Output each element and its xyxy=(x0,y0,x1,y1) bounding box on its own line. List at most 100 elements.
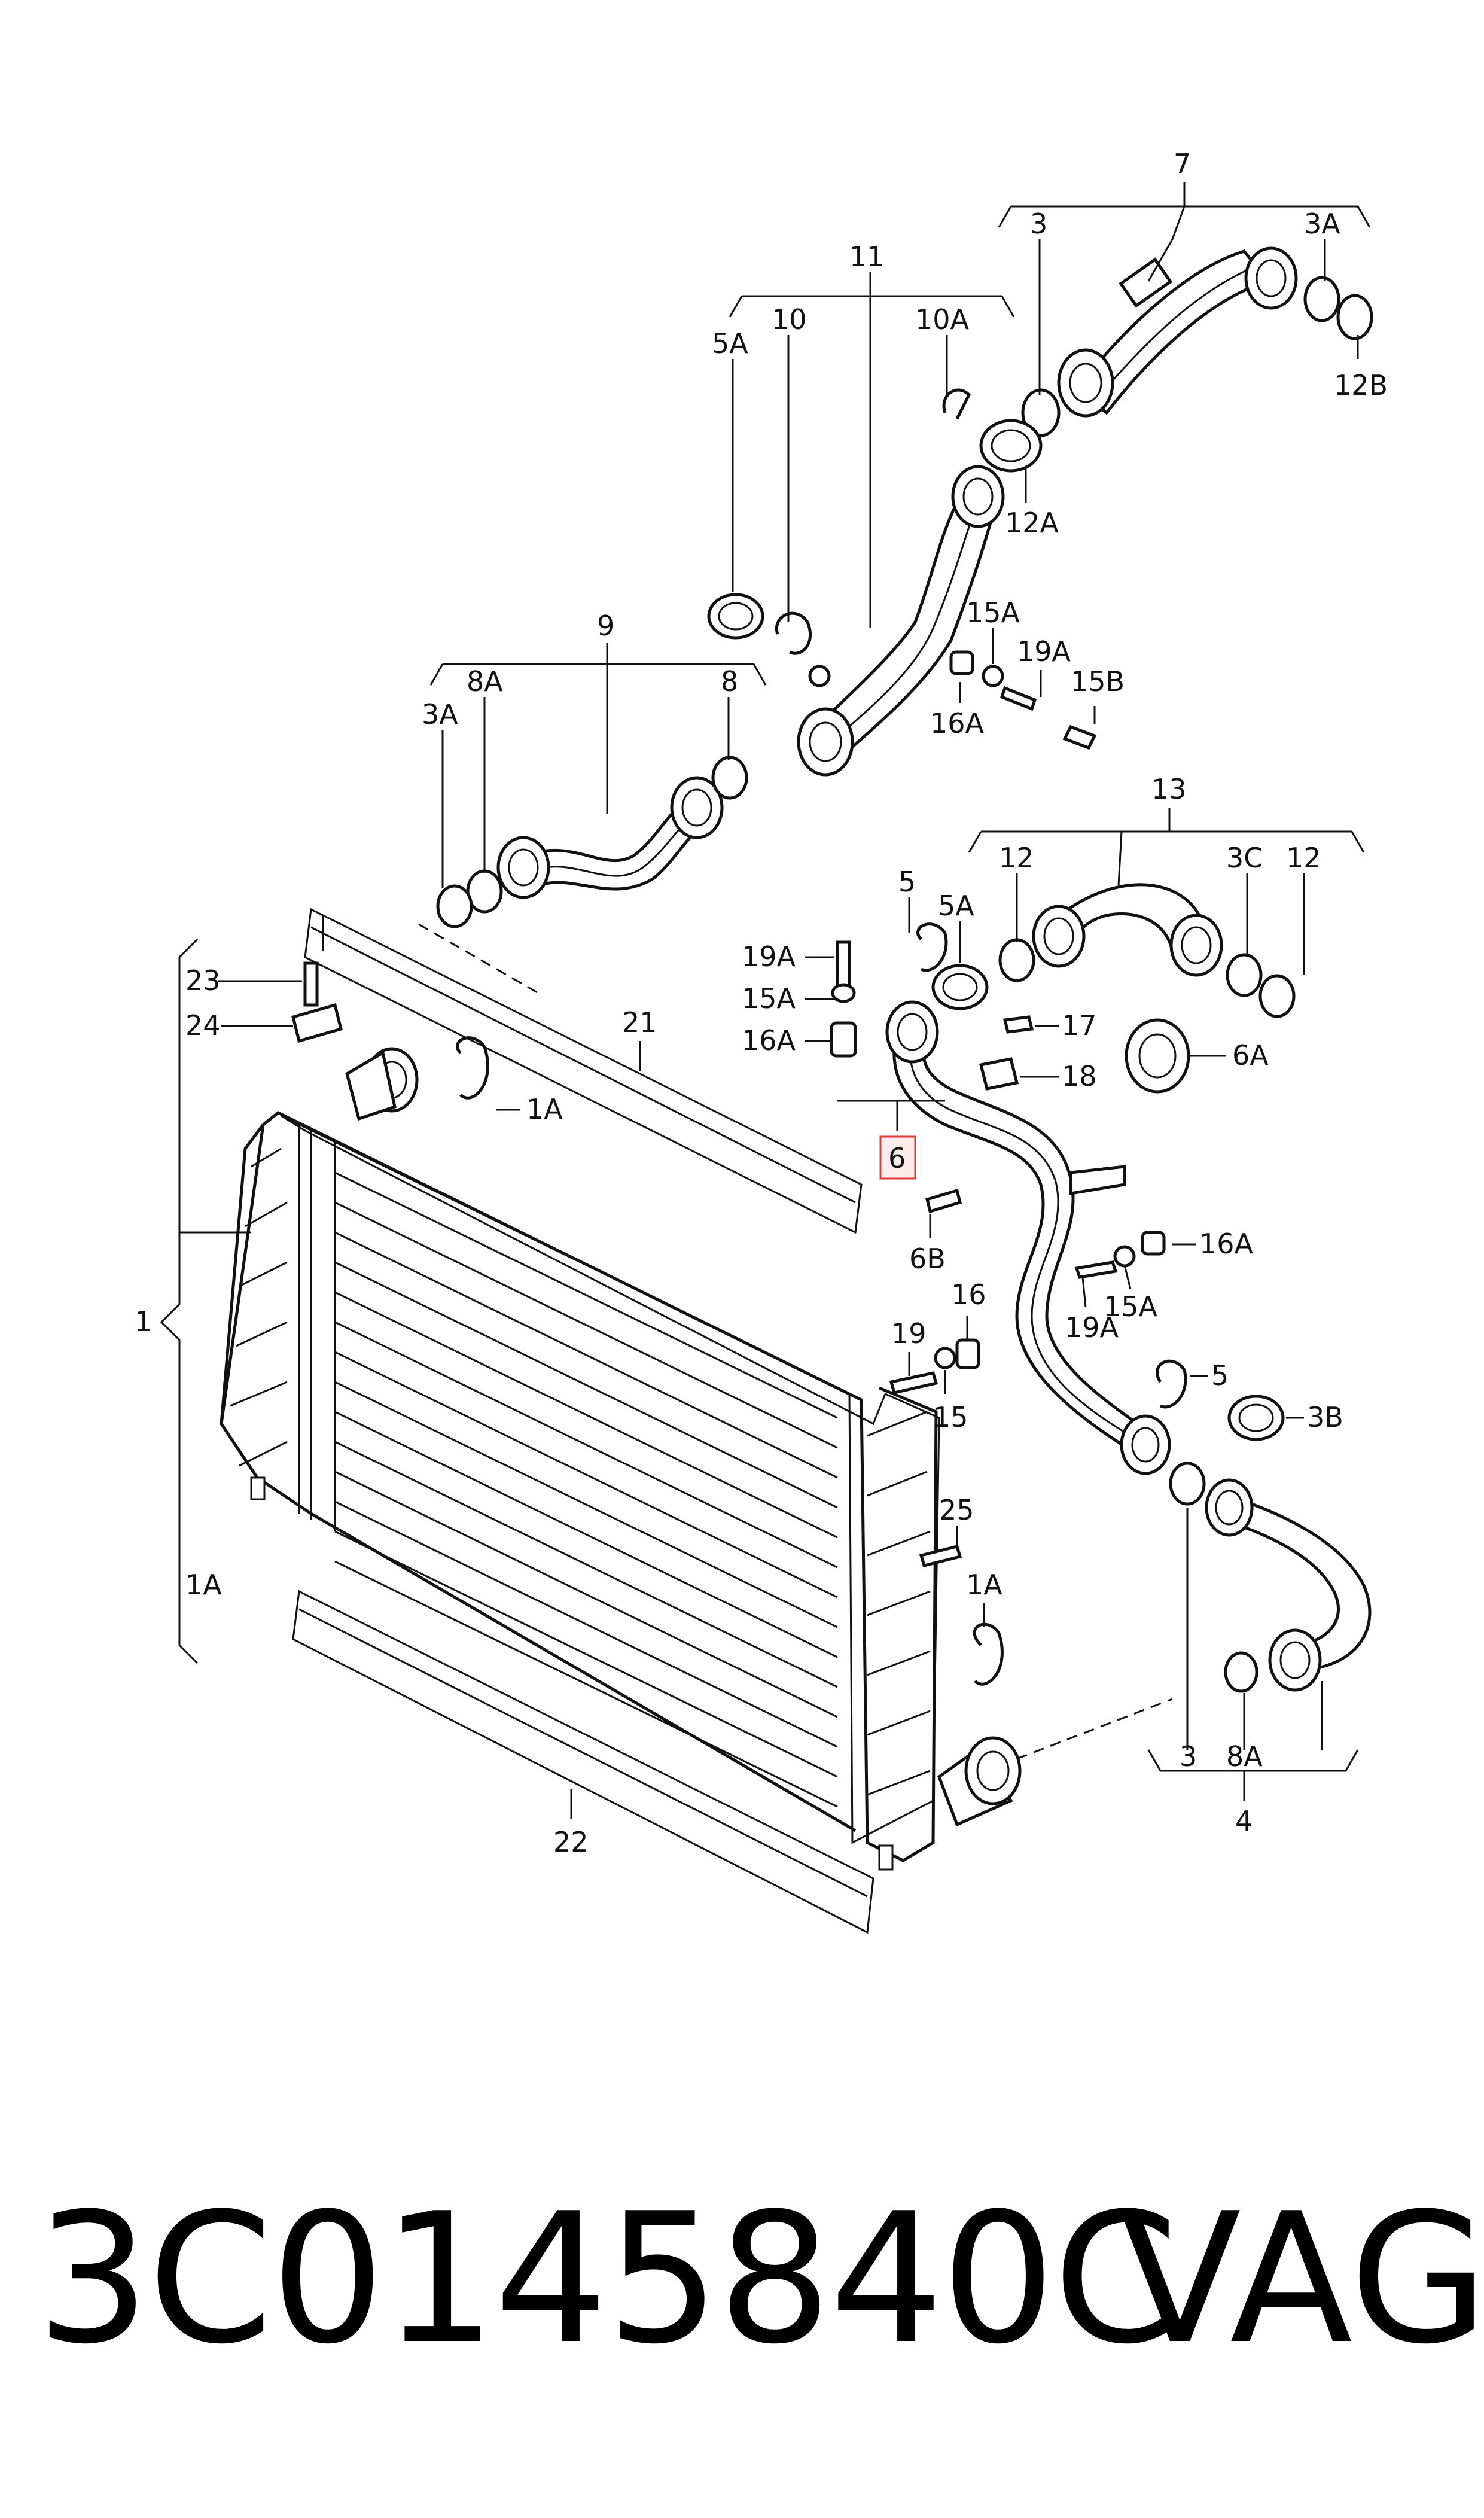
callout-1: 1 xyxy=(135,1305,152,1338)
o-ring-3-bottom xyxy=(1169,1462,1206,1506)
bolt-6b xyxy=(925,1188,962,1214)
intercooler-upper-port xyxy=(345,1047,419,1121)
bolt-19a-left xyxy=(836,940,851,989)
bolt-19a-right xyxy=(1074,1260,1118,1279)
callout-10: 10 xyxy=(772,303,807,336)
callout-16: 16 xyxy=(951,1278,986,1311)
callout-3a-left: 3A xyxy=(422,698,458,730)
end-tank-hatching xyxy=(230,1147,931,1796)
bracket-18 xyxy=(979,1057,1019,1091)
retaining-clip-5-b xyxy=(1156,1359,1187,1409)
callout-12b: 12B xyxy=(1334,369,1388,401)
bolt-23 xyxy=(303,961,319,1007)
callout-3c: 3C xyxy=(1226,842,1263,874)
callout-8-left: 8 xyxy=(721,665,738,698)
core-fins xyxy=(334,1171,838,1808)
grommet-16 xyxy=(955,1338,980,1369)
callout-15a-mid: 15A xyxy=(966,596,1020,629)
o-ring-3a-top xyxy=(1303,276,1340,322)
callout-16a-r: 16A xyxy=(1199,1228,1254,1260)
callout-4: 4 xyxy=(1235,1805,1253,1837)
hose-clamp-5a-mid xyxy=(931,964,989,1010)
callout-15a-r: 15A xyxy=(1104,1290,1158,1323)
callout-6b: 6B xyxy=(909,1243,946,1275)
charge-air-pipe-11 xyxy=(797,465,1005,777)
callout-19a-r: 19A xyxy=(1065,1311,1119,1344)
callout-15a-l: 15A xyxy=(742,982,796,1015)
o-ring-3c xyxy=(1226,953,1263,997)
mount-foot-right xyxy=(878,1844,894,1871)
retaining-clip-10a xyxy=(942,388,971,420)
callout-labels: 7 3 3A 12B 11 10 10A 5A 12A 9 8A 3A 8 15… xyxy=(135,148,1388,1858)
callout-18: 18 xyxy=(1062,1060,1097,1092)
bracket-24 xyxy=(291,1003,343,1043)
callout-1a-left: 1A xyxy=(185,1569,222,1601)
callout-3b: 3B xyxy=(1307,1401,1343,1433)
sensor-6a xyxy=(1125,1018,1190,1094)
brand-label: VAG xyxy=(1119,2175,1484,2383)
retaining-clip-1a-bottom xyxy=(973,1622,1004,1686)
charge-air-hose-13 xyxy=(1032,883,1223,977)
washer-15a-right xyxy=(1113,1245,1136,1268)
washer-15a-mid xyxy=(982,665,1004,687)
callout-3-bottom: 3 xyxy=(1180,1740,1197,1773)
bolt-19a-mid xyxy=(1000,686,1037,711)
callout-19: 19 xyxy=(891,1317,927,1350)
mount-foot-left xyxy=(250,1476,266,1500)
o-ring-12b xyxy=(1336,294,1373,340)
callout-8a-bottom: 8A xyxy=(1226,1740,1263,1773)
callout-15b: 15B xyxy=(1071,665,1125,698)
callout-17: 17 xyxy=(1062,1009,1097,1042)
callout-5a-mid: 5A xyxy=(938,890,974,922)
callout-23: 23 xyxy=(185,964,221,997)
callout-5-b: 5 xyxy=(1211,1359,1229,1392)
callout-9: 9 xyxy=(597,610,614,642)
o-ring-3-top xyxy=(1021,388,1061,437)
bolt-15b xyxy=(1062,724,1097,750)
o-ring-12-left xyxy=(998,938,1035,982)
callout-12-l: 12 xyxy=(999,842,1034,874)
retaining-clip-1a-top xyxy=(456,1036,489,1100)
hose-clamp-12a xyxy=(979,419,1043,473)
callout-6a: 6A xyxy=(1232,1039,1269,1071)
o-ring-8-left xyxy=(711,756,748,800)
callout-19a-mid: 19A xyxy=(1017,635,1071,668)
hose-clamp-5a-top xyxy=(707,593,764,640)
callout-24: 24 xyxy=(185,1009,221,1042)
callout-1a-bottom: 1A xyxy=(966,1569,1002,1601)
part-number: 3C0145840C xyxy=(36,2175,1178,2383)
o-ring-8a-bottom xyxy=(1224,1651,1258,1693)
callout-16a-l: 16A xyxy=(742,1024,796,1056)
callout-11: 11 xyxy=(849,240,885,273)
callout-1a-top: 1A xyxy=(526,1093,563,1125)
callout-15: 15 xyxy=(933,1401,968,1433)
retaining-clip-5-a xyxy=(916,922,948,972)
upper-trim-strip xyxy=(304,908,863,1234)
callout-25: 25 xyxy=(939,1494,974,1526)
callout-16a-mid: 16A xyxy=(930,707,985,739)
callout-12-r: 12 xyxy=(1286,842,1321,874)
callout-6-highlight xyxy=(879,1135,916,1180)
intercooler-lower-port xyxy=(937,1736,1022,1827)
charge-air-hose-4 xyxy=(1205,1478,1372,1692)
callout-10a: 10A xyxy=(915,303,970,336)
hose-clamp-3b xyxy=(1227,1395,1285,1441)
callout-3-top: 3 xyxy=(1030,208,1047,240)
callout-8a-left: 8A xyxy=(467,665,503,698)
washer-15 xyxy=(934,1347,956,1369)
callout-5a-top: 5A xyxy=(712,327,748,360)
grommet-16a-right xyxy=(1141,1231,1166,1256)
callout-7: 7 xyxy=(1174,148,1191,180)
leader-lines xyxy=(160,182,1371,1819)
callout-12a: 12A xyxy=(1005,507,1059,539)
callout-21: 21 xyxy=(622,1006,657,1039)
retaining-clip-10 xyxy=(775,611,812,655)
callout-6: 6 xyxy=(888,1142,906,1174)
bolt-17 xyxy=(1002,1015,1034,1034)
bolt-19 xyxy=(889,1371,938,1395)
grommet-16a-left xyxy=(830,1021,857,1058)
lower-trim-strip xyxy=(292,1590,874,1934)
callout-13: 13 xyxy=(1151,773,1187,805)
washer-15a-left xyxy=(831,983,856,1003)
